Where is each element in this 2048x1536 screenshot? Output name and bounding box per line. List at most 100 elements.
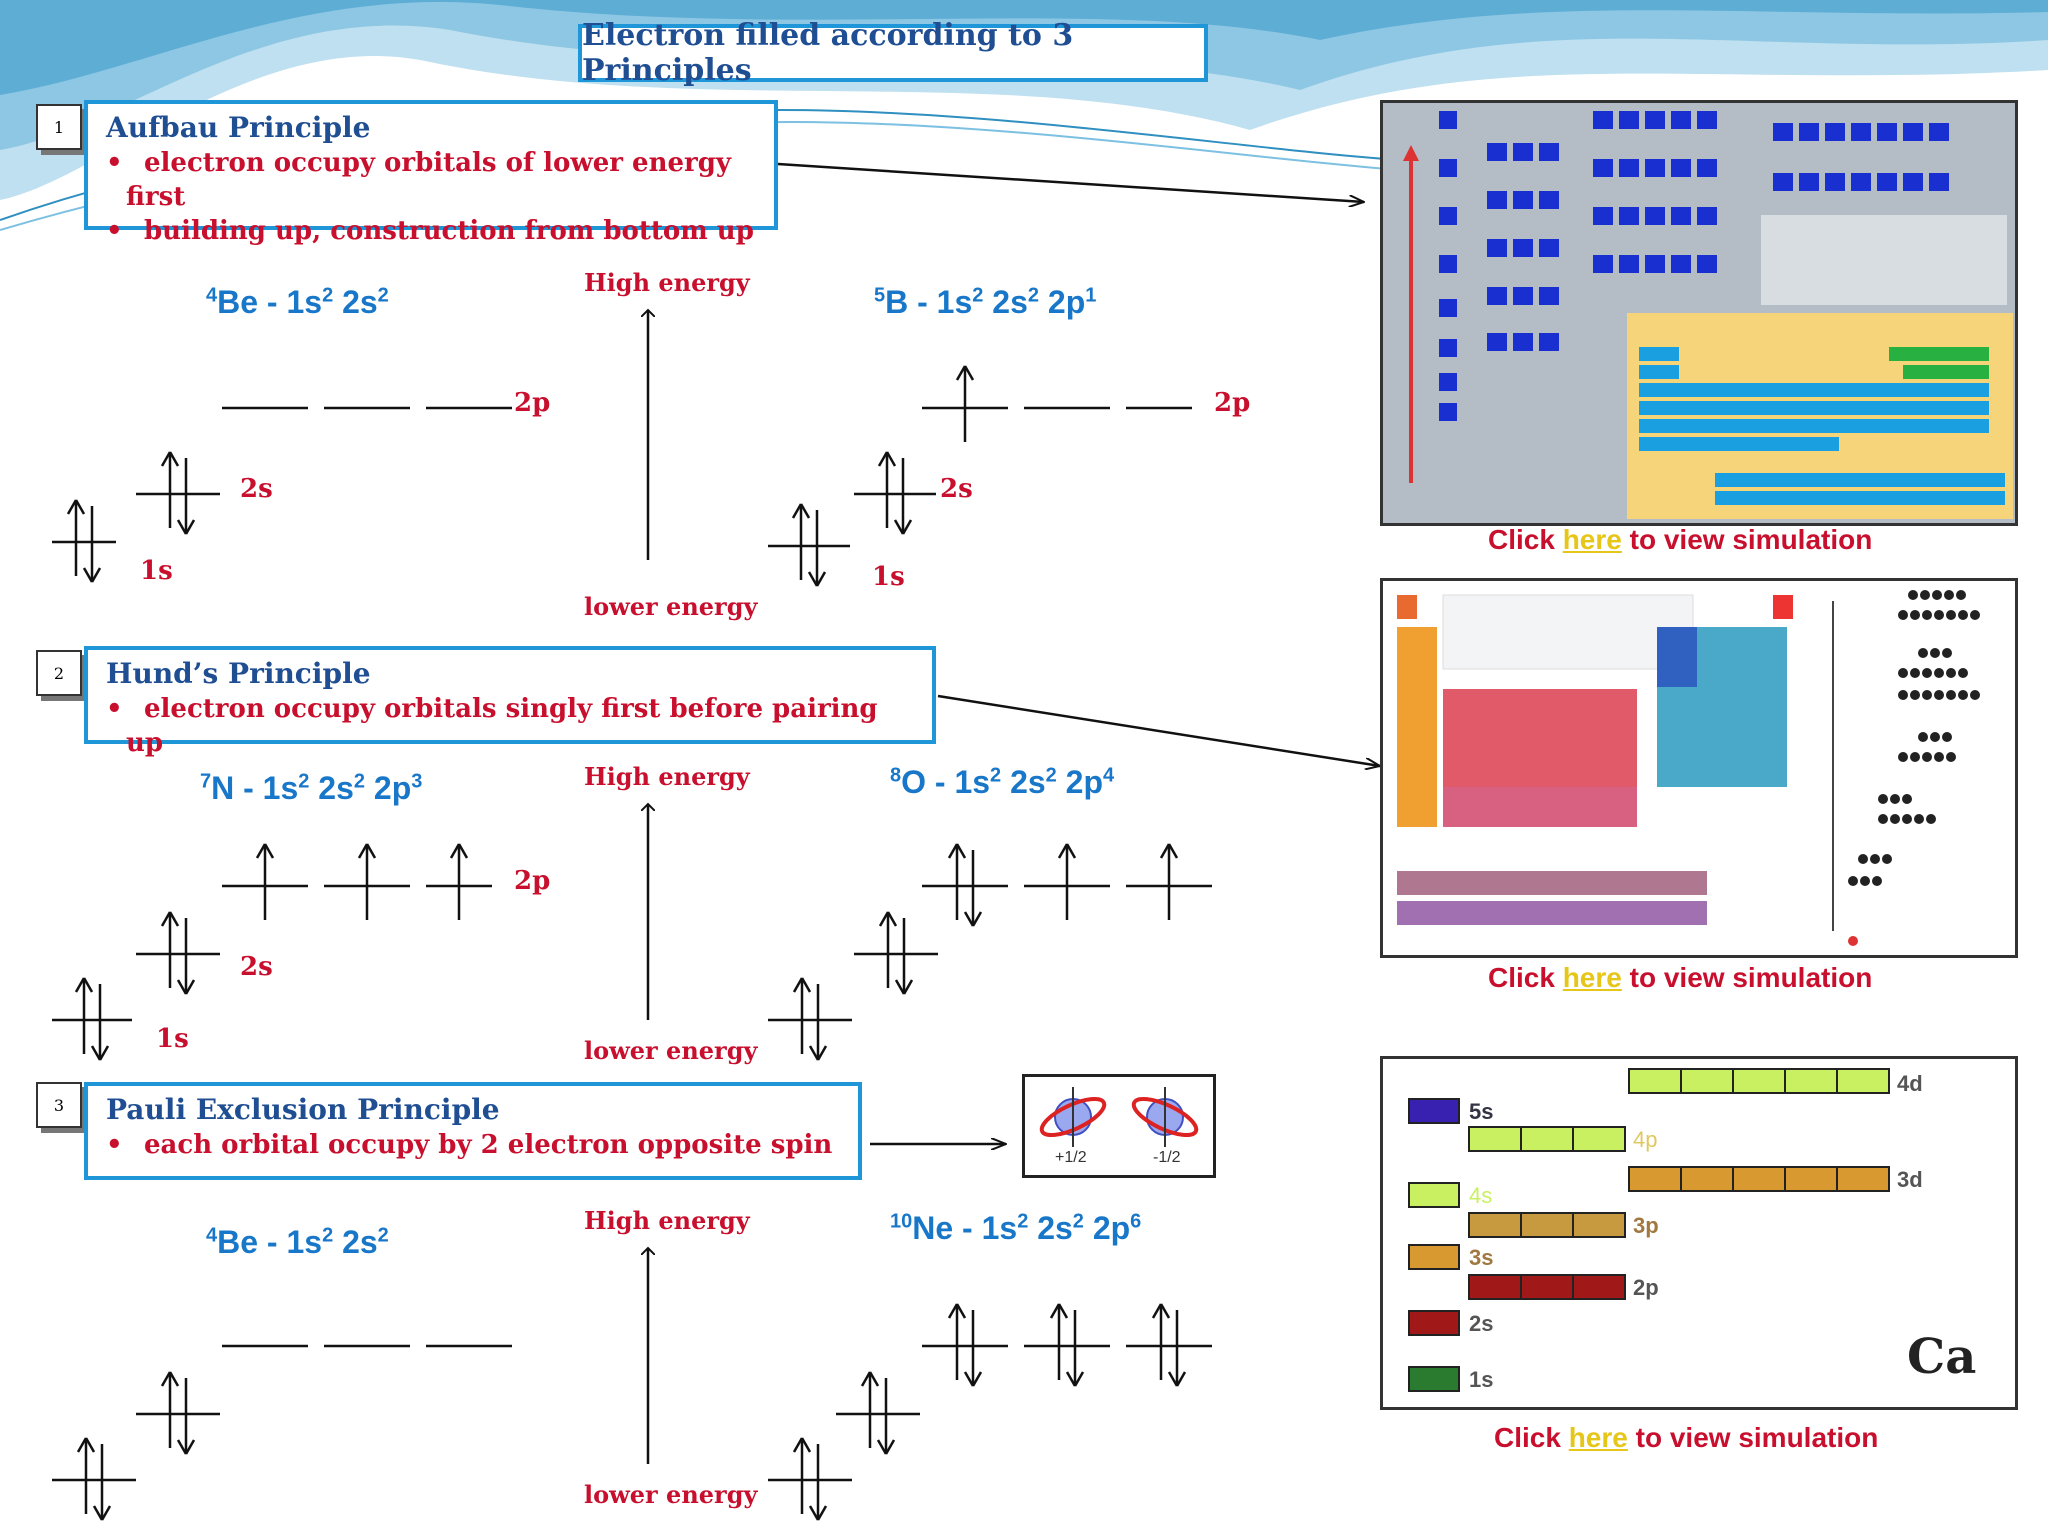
simulation-link-2[interactable]: Click here to view simulation xyxy=(1488,962,1873,993)
arrow-head xyxy=(74,499,86,515)
orbital-filling-thumbnail xyxy=(1403,111,2013,519)
arrow-head xyxy=(963,365,975,381)
config-be-aufbau: 4Be - 1s2 2s2 xyxy=(206,284,389,320)
principle-1-number: 1 xyxy=(36,104,82,150)
arrow-head xyxy=(893,519,905,535)
here-link-3[interactable]: here xyxy=(1568,1422,1628,1453)
arrow-head xyxy=(816,1505,828,1521)
orbital-label-2p: 2p xyxy=(1214,388,1251,418)
arrow-head xyxy=(1167,843,1179,859)
arrow-head xyxy=(955,1303,967,1319)
electron-spin-illustration: +1/2 -1/2 xyxy=(1022,1074,1216,1178)
spin-up-label: +1/2 xyxy=(1055,1149,1087,1166)
arrow-head xyxy=(1159,1303,1171,1319)
arrow-head xyxy=(184,519,196,535)
aufbau-bullet-2: building up, construction from bottom up xyxy=(106,214,756,248)
sim3-label-3d: 3d xyxy=(1897,1167,1923,1192)
arrow-head xyxy=(1057,1303,1069,1319)
simulation-thumbnail-2[interactable] xyxy=(1380,578,2018,958)
config-ne-pauli: 10Ne - 1s2 2s2 2p6 xyxy=(890,1210,1142,1246)
high-energy-label-1: High energy xyxy=(584,268,750,297)
arrow-head xyxy=(160,451,172,467)
arrow-head xyxy=(168,911,180,927)
principle-2-number: 2 xyxy=(36,650,82,696)
arrow-head xyxy=(160,911,172,927)
sim3-element-symbol: Ca xyxy=(1907,1329,1977,1385)
slide-title: Electron filled according to 3 Principle… xyxy=(578,18,1208,88)
arrow-head xyxy=(800,977,812,993)
config-o-hund: 8O - 1s2 2s2 2p4 xyxy=(890,764,1115,800)
aufbau-bullet-1: electron occupy orbitals of lower energy… xyxy=(106,146,756,214)
config-be-pauli: 4Be - 1s2 2s2 xyxy=(206,1224,389,1260)
sim3-label-2p: 2p xyxy=(1633,1275,1659,1300)
sim3-label-3p: 3p xyxy=(1633,1213,1659,1238)
principle-3-number: 3 xyxy=(36,1082,82,1128)
sim3-label-3s: 3s xyxy=(1469,1245,1494,1270)
arrow-head xyxy=(98,1045,110,1061)
arrow-head xyxy=(963,911,975,927)
arrow-head xyxy=(365,843,377,859)
simulation-link-3[interactable]: Click here to view simulation xyxy=(1494,1422,1879,1453)
arrow-head xyxy=(176,519,188,535)
arrow-head xyxy=(1057,843,1069,859)
orbital-label-1s: 1s xyxy=(140,556,173,586)
arrow-head xyxy=(76,1437,88,1453)
low-energy-label-3: lower energy xyxy=(584,1480,758,1509)
arrow-head xyxy=(449,843,461,859)
spin-icon xyxy=(1039,1087,1199,1147)
simulation-thumbnail-3[interactable]: 4d 5s 4p 3d 4s 3p 3s 2p 2s 1s Ca xyxy=(1380,1056,2018,1410)
arrow-head xyxy=(799,503,811,519)
sim3-label-1s: 1s xyxy=(1469,1367,1494,1392)
arrow-head xyxy=(816,1045,828,1061)
arrow-head xyxy=(971,911,983,927)
config-b-aufbau: 5B - 1s2 2s2 2p1 xyxy=(874,284,1097,320)
arrow-head xyxy=(1159,843,1171,859)
arrow-head xyxy=(82,567,94,583)
arrow-head xyxy=(184,979,196,995)
arrow-head xyxy=(901,519,913,535)
arrow-head xyxy=(860,1371,872,1387)
arrow-head xyxy=(1167,1371,1179,1387)
arrow-head xyxy=(168,1371,180,1387)
simulation-thumbnail-1[interactable] xyxy=(1380,100,2018,526)
here-link-1[interactable]: here xyxy=(1562,524,1622,555)
arrow-head xyxy=(357,843,369,859)
arrow-head xyxy=(168,451,180,467)
arrow-head xyxy=(947,1303,959,1319)
arrow-head xyxy=(876,1439,888,1455)
arrow-head xyxy=(1151,1303,1163,1319)
pauli-bullet-1: each orbital occupy by 2 electron opposi… xyxy=(106,1128,840,1162)
orbital-label-1s: 1s xyxy=(156,1024,189,1054)
arrow-head xyxy=(84,1437,96,1453)
hund-heading: Hund’s Principle xyxy=(106,657,371,690)
arrow-head xyxy=(160,1371,172,1387)
hund-bullet-1: electron occupy orbitals singly first be… xyxy=(106,692,914,760)
arrow-head xyxy=(457,843,469,859)
here-link-2[interactable]: here xyxy=(1562,962,1622,993)
arrow-head xyxy=(815,571,827,587)
arrow-head xyxy=(886,911,898,927)
arrow-head xyxy=(878,911,890,927)
aufbau-principle-box: Aufbau Principle electron occupy orbital… xyxy=(84,100,778,246)
arrow-head xyxy=(1065,1371,1077,1387)
arrow-head xyxy=(100,1505,112,1521)
orbital-label-2s: 2s xyxy=(240,952,273,982)
sim3-label-4s: 4s xyxy=(1469,1183,1493,1208)
arrow-head xyxy=(90,1045,102,1061)
orbital-label-2s: 2s xyxy=(940,474,973,504)
sim3-label-4d: 4d xyxy=(1897,1071,1923,1096)
arrow-head xyxy=(1065,843,1077,859)
arrow-head xyxy=(955,843,967,859)
arrow-head xyxy=(971,1371,983,1387)
arrow-head xyxy=(792,977,804,993)
arrow-head xyxy=(963,1371,975,1387)
sim3-label-2s: 2s xyxy=(1469,1311,1494,1336)
pauli-principle-box: Pauli Exclusion Principle each orbital o… xyxy=(84,1082,862,1180)
orbital-boxes-thumbnail xyxy=(1408,1068,1890,1392)
arrow-head xyxy=(1049,1303,1061,1319)
arrow-head xyxy=(955,365,967,381)
arrow-head xyxy=(877,451,889,467)
simulation-link-1[interactable]: Click here to view simulation xyxy=(1488,524,1873,555)
arrow-head xyxy=(82,977,94,993)
